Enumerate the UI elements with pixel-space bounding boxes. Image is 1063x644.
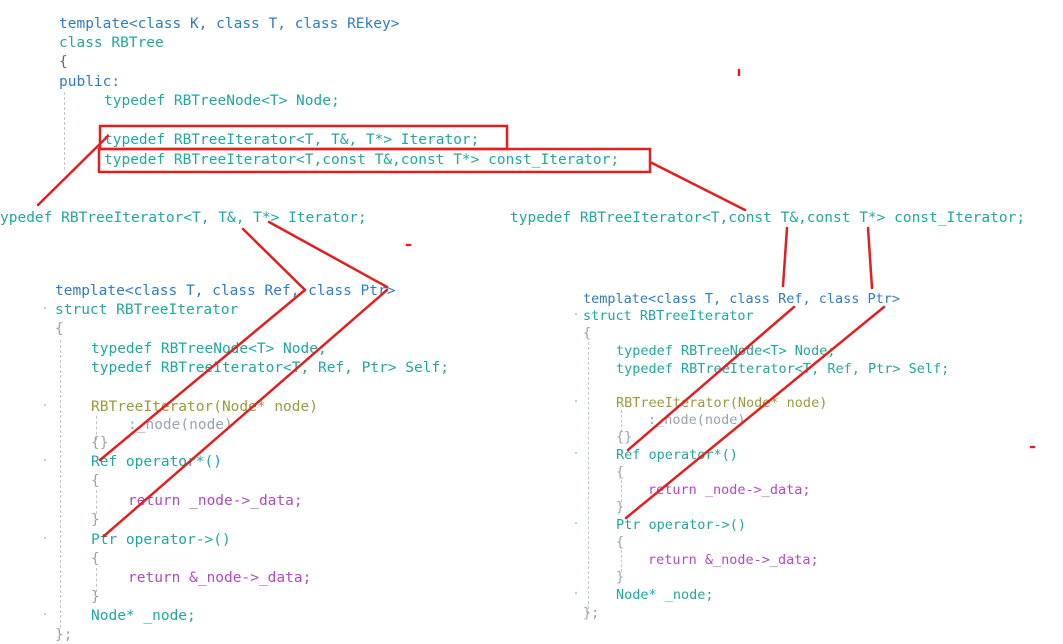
code-line: Node* _node; bbox=[91, 608, 196, 624]
code-line: return _node->_data; bbox=[648, 482, 811, 498]
code-line: return &_node->_data; bbox=[128, 570, 312, 586]
ref-arrow-line bbox=[241, 227, 307, 292]
gutter-marker bbox=[575, 400, 577, 402]
code-line: :_node(node) bbox=[648, 412, 746, 428]
indent-guide bbox=[621, 480, 622, 502]
indent-guide bbox=[621, 410, 622, 432]
gutter-marker bbox=[575, 522, 577, 524]
code-line: { bbox=[59, 54, 68, 70]
code-line: { bbox=[583, 325, 592, 341]
gutter-marker bbox=[44, 613, 46, 615]
code-line: typedef RBTreeIterator<T,const T&,const … bbox=[104, 152, 620, 168]
gutter-marker bbox=[575, 313, 577, 315]
indent-guide bbox=[96, 416, 97, 440]
code-line: template<class T, class Ref, class Ptr> bbox=[55, 283, 396, 299]
code-line: typedef RBTreeNode<T> Node; bbox=[91, 341, 327, 357]
ptr-arrow-line bbox=[866, 226, 874, 290]
indent-guide bbox=[96, 490, 97, 514]
code-line: {} bbox=[616, 429, 633, 445]
code-line: } bbox=[91, 589, 100, 605]
code-line: {} bbox=[91, 435, 109, 451]
code-line: } bbox=[616, 499, 625, 515]
code-line: return &_node->_data; bbox=[648, 552, 819, 568]
code-line: Ref operator*() bbox=[616, 447, 738, 463]
code-line: template<class T, class Ref, class Ptr> bbox=[583, 291, 900, 307]
code-line: typedef RBTreeNode<T> Node; bbox=[104, 93, 340, 109]
code-line: Ptr operator->() bbox=[616, 517, 747, 533]
typedef-iterator-line: ypedef RBTreeIterator<T, T&, T*> Iterato… bbox=[0, 210, 367, 226]
gutter-marker bbox=[44, 404, 46, 406]
code-line: Node* _node; bbox=[616, 587, 714, 603]
gutter-marker bbox=[575, 452, 577, 454]
code-line: RBTreeIterator(Node* node) bbox=[616, 395, 828, 411]
gutter-marker bbox=[575, 592, 577, 594]
indent-guide bbox=[60, 340, 61, 628]
code-line: struct RBTreeIterator bbox=[583, 308, 754, 324]
indent-guide bbox=[64, 92, 65, 170]
code-line: } bbox=[91, 512, 100, 528]
code-line: } bbox=[616, 569, 625, 585]
code-line: public: bbox=[59, 74, 121, 90]
typedef-const-iterator-line: typedef RBTreeIterator<T,const T&,const … bbox=[510, 210, 1026, 226]
code-line: typedef RBTreeIterator<T, T&, T*> Iterat… bbox=[104, 132, 480, 148]
connector-line bbox=[36, 134, 110, 207]
code-line: }; bbox=[55, 627, 73, 643]
ptr-arrow-line bbox=[267, 220, 389, 289]
code-line: typedef RBTreeIterator<T, Ref, Ptr> Self… bbox=[616, 361, 950, 377]
code-line: struct RBTreeIterator bbox=[55, 302, 239, 318]
code-line: { bbox=[91, 473, 100, 489]
gutter-marker bbox=[44, 537, 46, 539]
code-line: { bbox=[616, 464, 625, 480]
indent-guide bbox=[621, 550, 622, 572]
code-line: :_node(node) bbox=[128, 417, 233, 433]
code-line: typedef RBTreeIterator<T, Ref, Ptr> Self… bbox=[91, 360, 449, 376]
code-line: { bbox=[55, 321, 64, 337]
code-line: class RBTree bbox=[59, 35, 164, 51]
code-line: typedef RBTreeNode<T> Node; bbox=[616, 343, 836, 359]
gutter-marker bbox=[44, 459, 46, 461]
indent-guide bbox=[96, 568, 97, 592]
gutter-marker bbox=[44, 307, 46, 309]
code-line: Ptr operator->() bbox=[91, 532, 231, 548]
code-line: RBTreeIterator(Node* node) bbox=[91, 399, 318, 415]
code-line: return _node->_data; bbox=[128, 493, 303, 509]
code-line: { bbox=[616, 534, 625, 550]
code-line: }; bbox=[583, 605, 600, 621]
code-line: template<class K, class T, class REkey> bbox=[59, 16, 400, 32]
code-line: { bbox=[91, 551, 100, 567]
indent-guide bbox=[588, 342, 589, 614]
ref-arrow-line bbox=[781, 226, 789, 288]
code-line: Ref operator*() bbox=[91, 454, 222, 470]
connector-line bbox=[648, 160, 747, 212]
